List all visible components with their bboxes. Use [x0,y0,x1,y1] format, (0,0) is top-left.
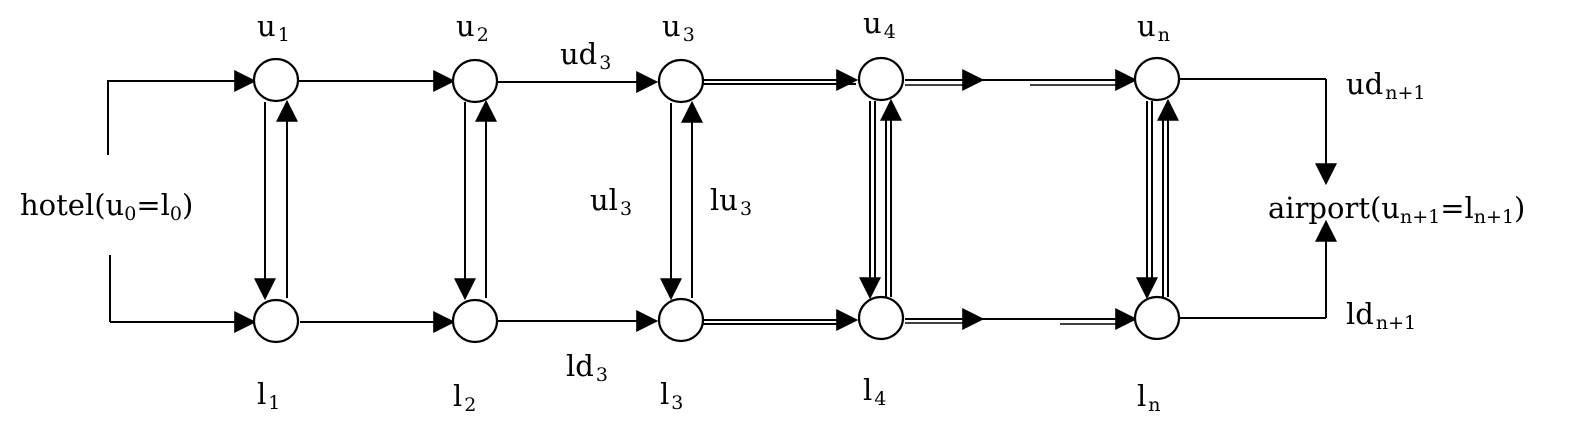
vertical-edges [254,98,1179,301]
node-u3 [657,58,705,104]
node-ln [1133,295,1181,341]
node-l1 [252,298,300,344]
hotel-label: hotel(u0=l0) [20,188,193,225]
lower-edges [300,308,1138,333]
node-l3 [657,297,705,343]
node-l4 [857,295,905,341]
airport-sink-connector [1180,78,1337,319]
node-u4 [857,56,905,102]
node-un [1133,56,1181,102]
airport-label: airport(un+1=ln+1) [1268,191,1525,228]
upper-edges [299,69,1138,93]
node-u2 [451,58,499,104]
hotel-source-connector [107,70,257,333]
nodes [252,56,1181,344]
node-l2 [451,298,499,344]
node-u1 [252,57,300,103]
